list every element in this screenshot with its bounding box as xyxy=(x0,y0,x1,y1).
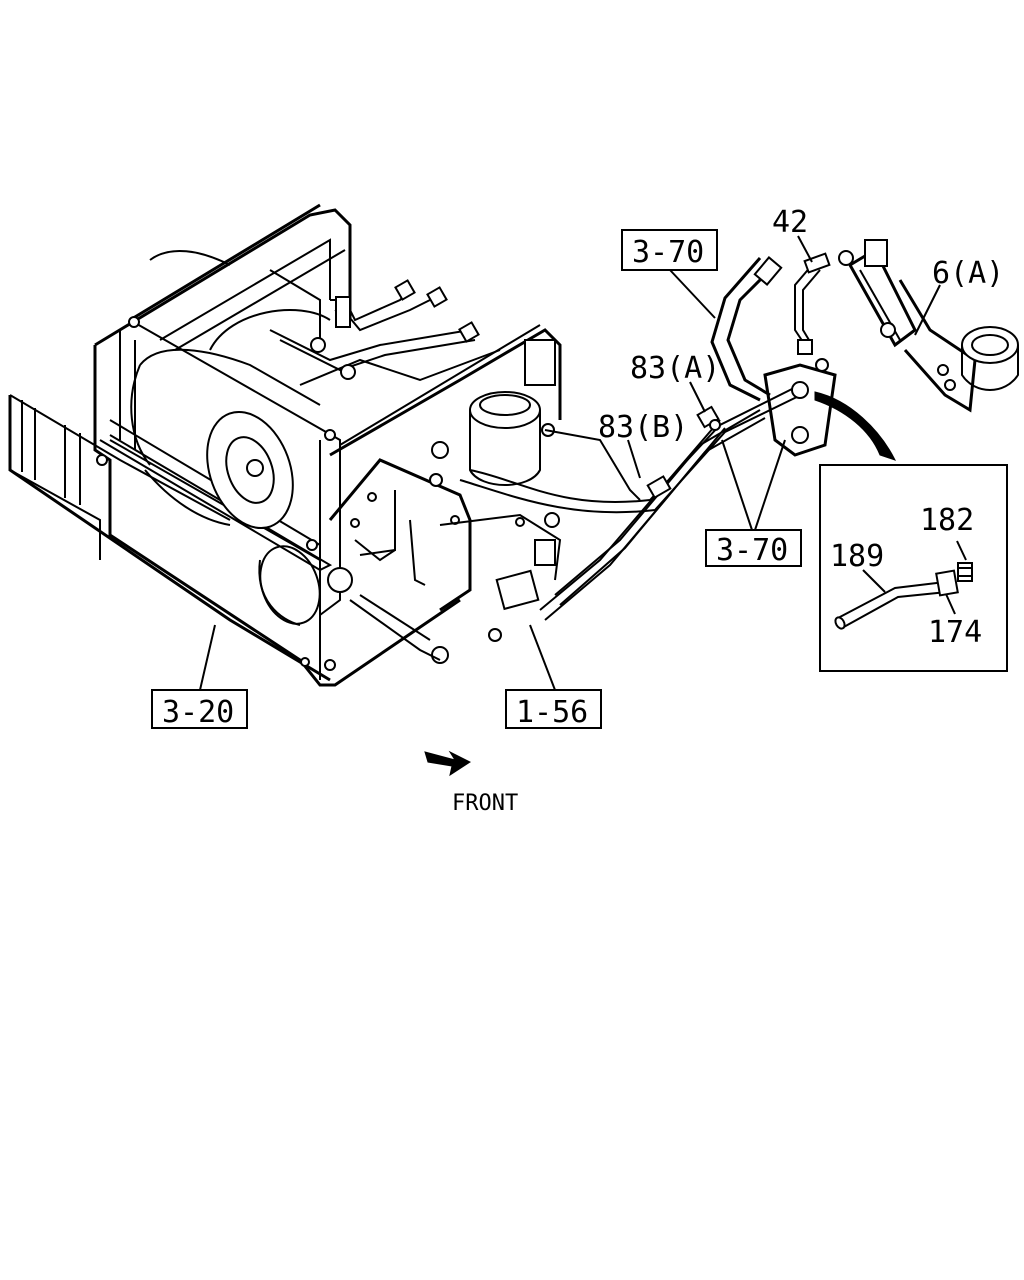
part-number-189[interactable]: 189 xyxy=(830,539,884,574)
callout-3-70-bottom[interactable]: 3-70 xyxy=(705,529,802,568)
callout-3-20[interactable]: 3-20 xyxy=(151,689,248,730)
callout-1-56[interactable]: 1-56 xyxy=(505,689,602,730)
frame-assembly xyxy=(8,203,541,687)
detail-pointer xyxy=(814,391,896,461)
upper-pipes xyxy=(269,279,501,386)
front-direction-indicator: FRONT xyxy=(424,750,518,816)
part-number-83a[interactable]: 83(A) xyxy=(630,351,720,386)
tank-cylinders xyxy=(130,249,331,626)
part-number-83b[interactable]: 83(B) xyxy=(598,410,688,445)
part-number-174[interactable]: 174 xyxy=(928,615,982,650)
part-number-6a[interactable]: 6(A) xyxy=(932,256,1004,291)
callout-3-70-top[interactable]: 3-70 xyxy=(621,229,718,271)
callout-3-70-top-label: 3-70 xyxy=(632,235,704,270)
callout-1-56-label: 1-56 xyxy=(516,695,588,730)
valve-block xyxy=(319,328,562,664)
part-number-182[interactable]: 182 xyxy=(920,503,974,538)
front-arrow-icon xyxy=(424,750,472,777)
callout-3-20-label: 3-20 xyxy=(162,695,234,730)
detail-inset-frame xyxy=(819,464,1008,672)
front-label: FRONT xyxy=(452,791,518,816)
detail-inset xyxy=(819,464,1008,672)
callout-3-70-bottom-label: 3-70 xyxy=(716,533,788,568)
part-number-42[interactable]: 42 xyxy=(772,205,808,240)
valve-bracket-6a xyxy=(838,239,1019,413)
hose-lines xyxy=(459,252,837,621)
leader-lines xyxy=(199,235,941,691)
